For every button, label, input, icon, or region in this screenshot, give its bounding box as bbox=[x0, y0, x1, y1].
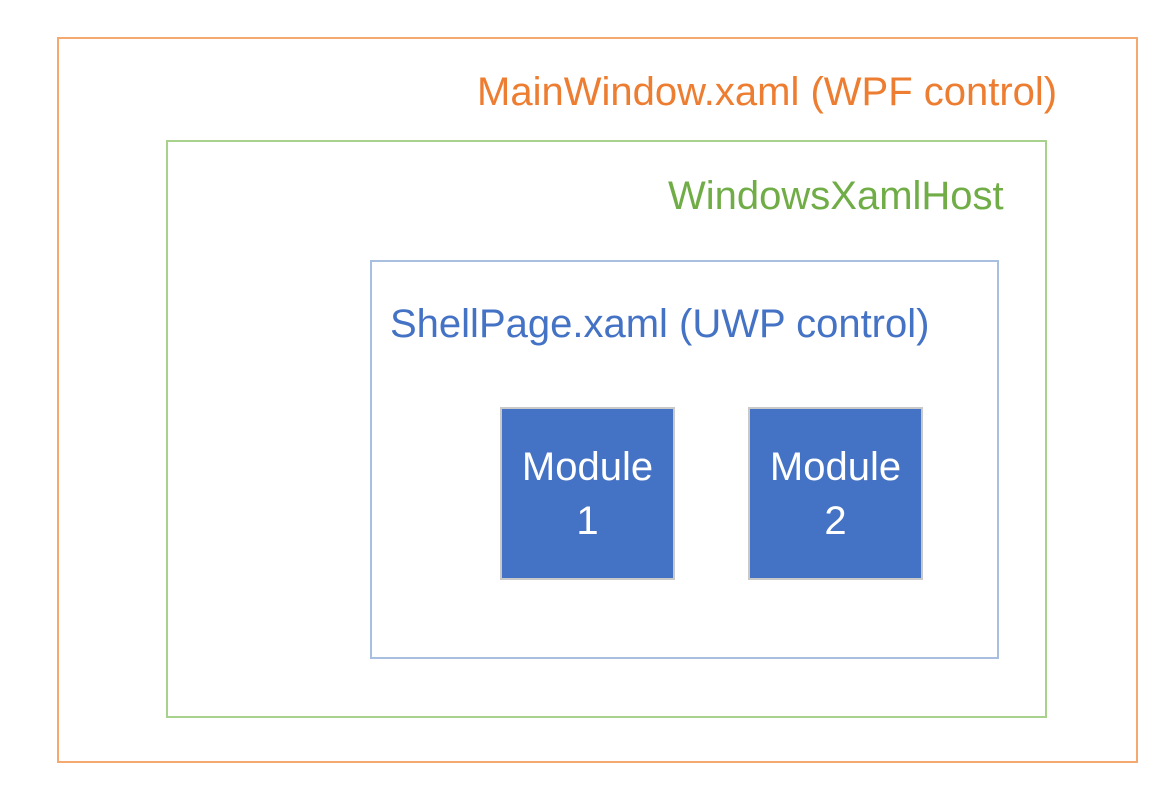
shellpage-box bbox=[370, 260, 999, 659]
module-2-label-line2: 2 bbox=[824, 498, 847, 543]
windowsxamlhost-label: WindowsXamlHost bbox=[668, 174, 1004, 218]
module-2-label-line1: Module bbox=[769, 444, 902, 489]
shellpage-label: ShellPage.xaml (UWP control) bbox=[390, 302, 930, 346]
mainwindow-label: MainWindow.xaml (WPF control) bbox=[477, 70, 1058, 114]
module-1-label-line1: Module bbox=[521, 444, 654, 489]
module-2-box: Module 2 bbox=[748, 407, 923, 580]
mainwindow-box bbox=[57, 37, 1138, 763]
windowsxamlhost-box bbox=[166, 140, 1047, 718]
module-1-box: Module 1 bbox=[500, 407, 675, 580]
module-1-label-line2: 1 bbox=[576, 498, 599, 543]
